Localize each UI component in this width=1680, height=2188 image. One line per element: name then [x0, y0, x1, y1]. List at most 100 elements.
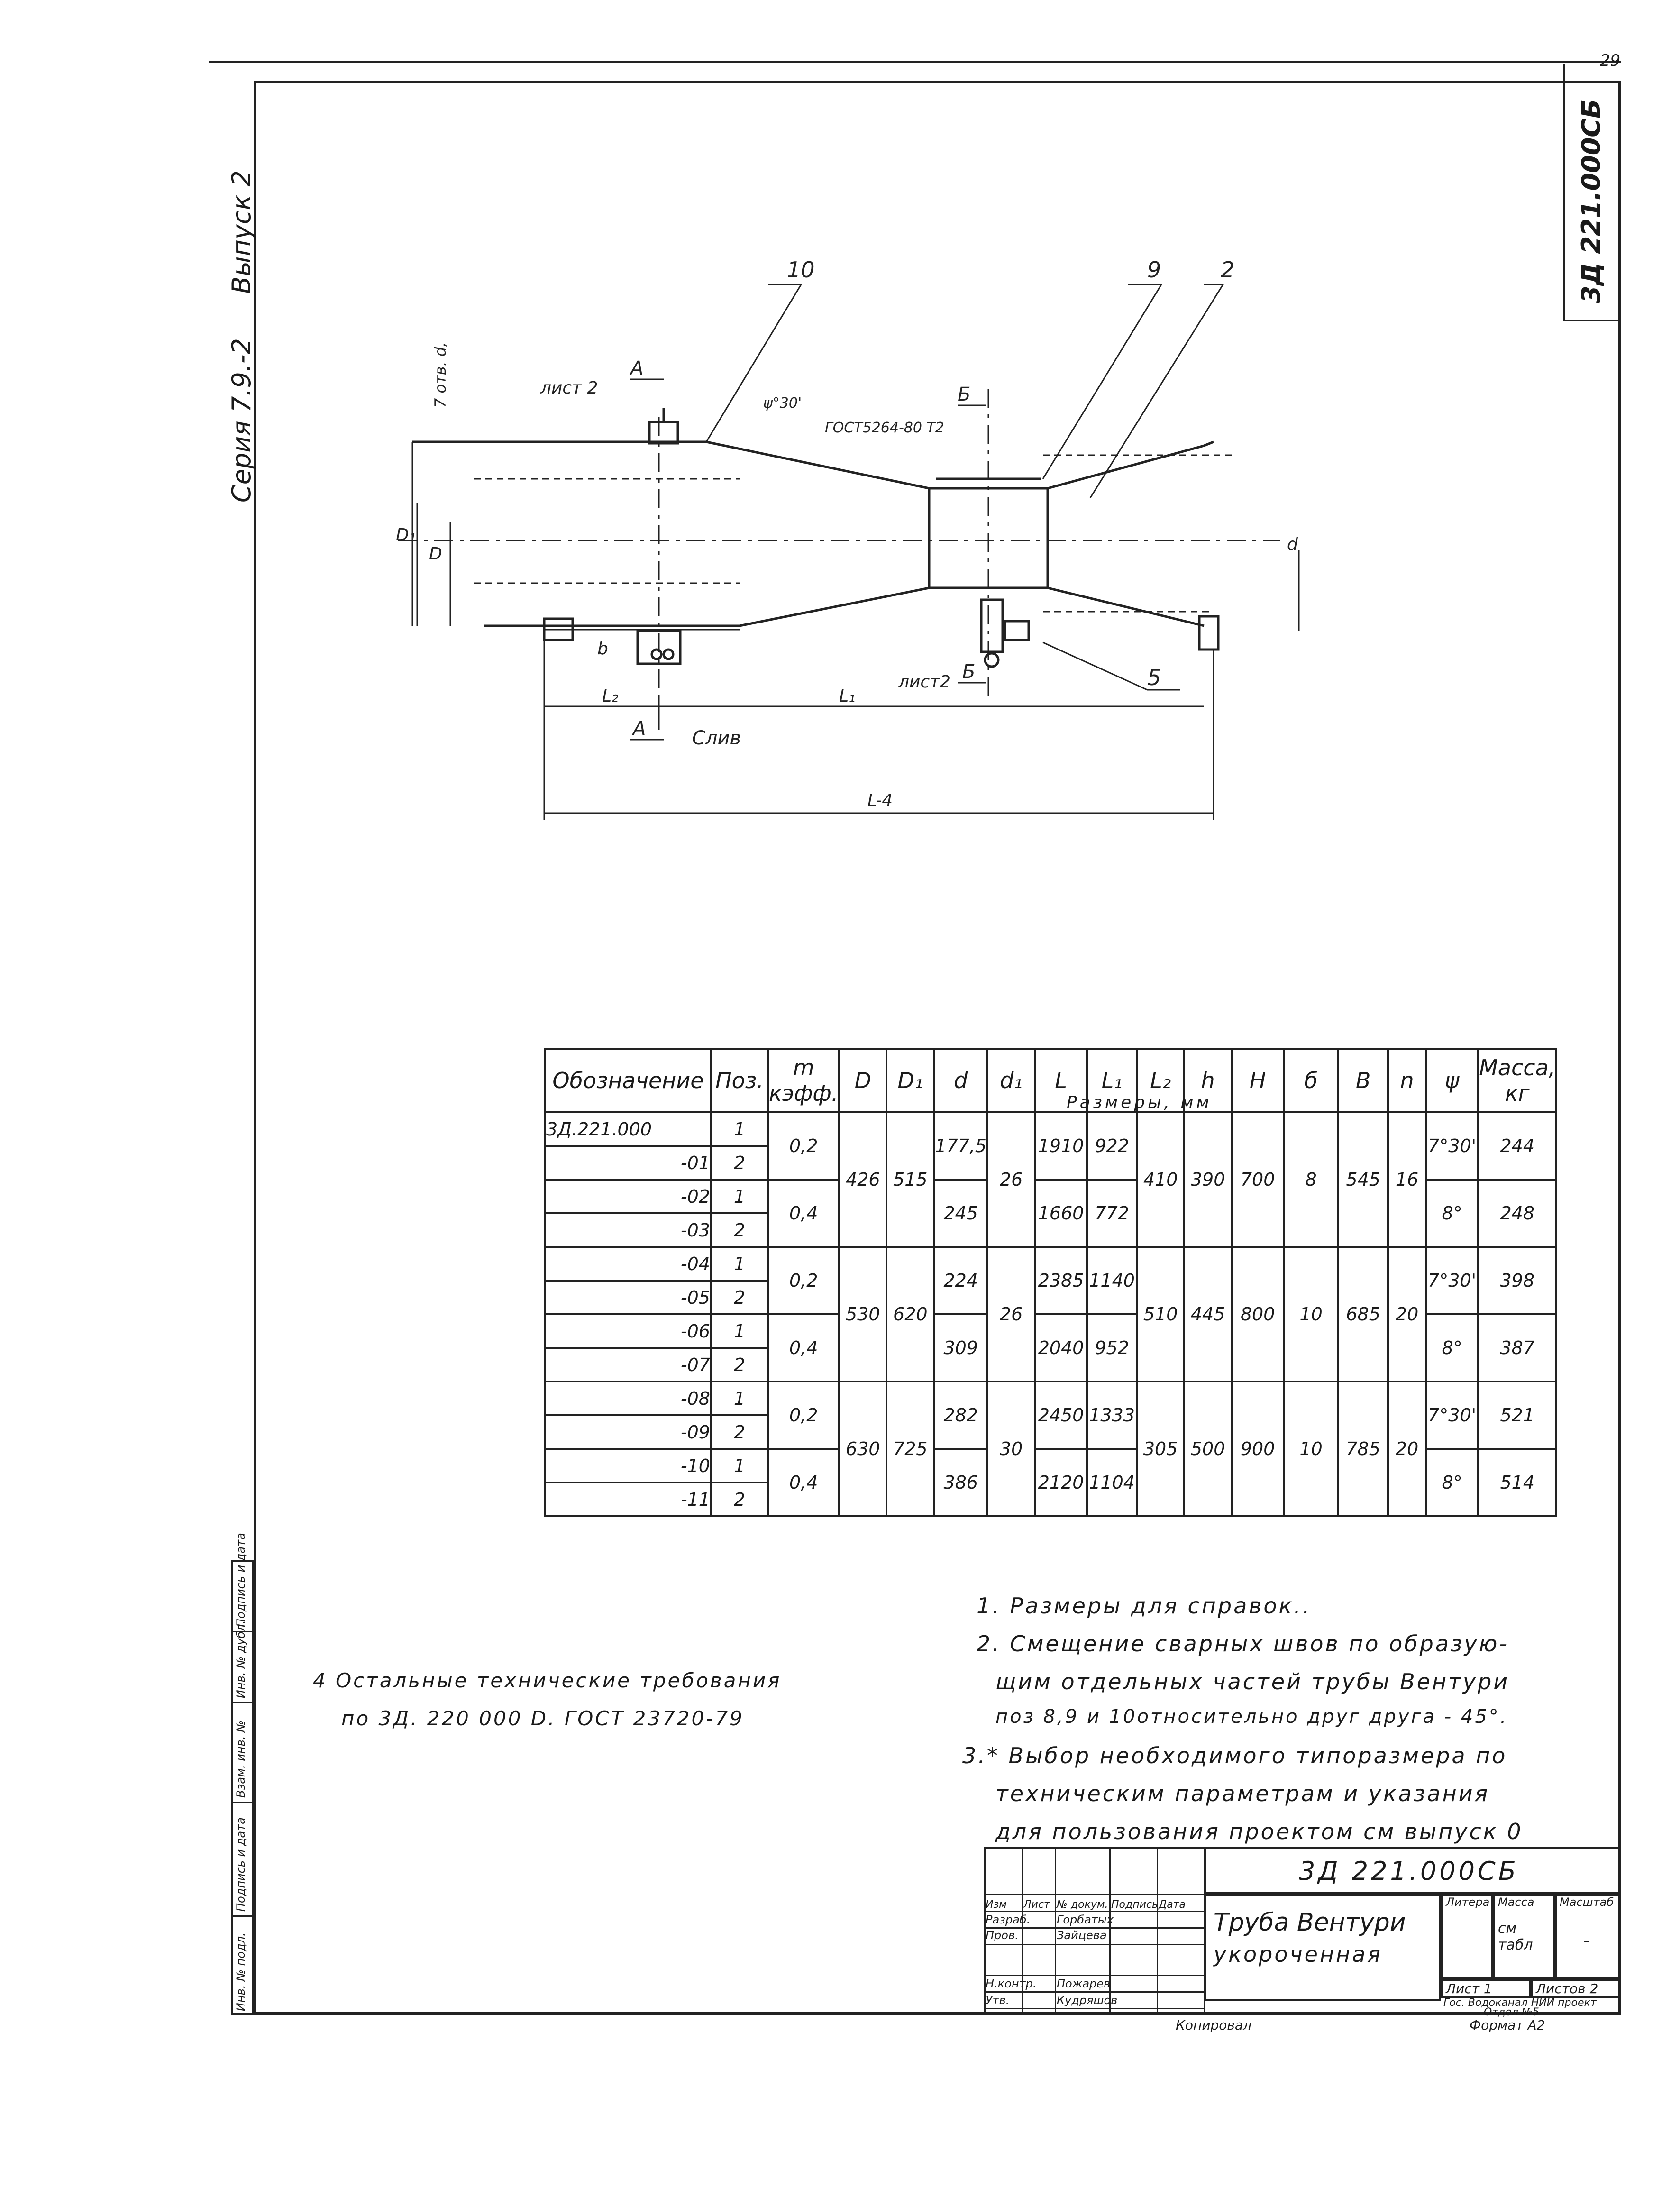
cell-h: 500 — [1183, 1381, 1233, 1517]
note-1: 1. Размеры для справок.. — [977, 1593, 1312, 1619]
cell-psi: 8° — [1425, 1448, 1479, 1517]
hdr-m: m кэфф. — [767, 1048, 840, 1113]
title-grid-header: Подпись — [1111, 1899, 1158, 1911]
cell-designation: 3Д.221.000 — [544, 1111, 712, 1147]
cell-designation: -02 — [544, 1179, 712, 1214]
scale-value: - — [1583, 1930, 1590, 1951]
cell-designation: -05 — [544, 1280, 712, 1315]
cell-psi: 8° — [1425, 1313, 1479, 1382]
cell-mass: 387 — [1477, 1313, 1558, 1382]
hdr-H: H — [1231, 1048, 1285, 1113]
cell-L: 1660 — [1034, 1179, 1088, 1248]
title-grid-header: Лист — [1023, 1899, 1050, 1911]
label-dim-b: b — [597, 639, 608, 659]
litera-label: Литера — [1446, 1895, 1490, 1909]
label-angle: ψ°30' — [763, 395, 802, 412]
note-2c: поз 8,9 и 10относительно друг друга - 45… — [995, 1706, 1508, 1728]
cell-n: 16 — [1387, 1111, 1427, 1248]
massa-label: Масса — [1498, 1895, 1534, 1909]
label-section-a-bottom: А — [631, 718, 646, 740]
cell-L: 2120 — [1034, 1448, 1088, 1517]
cell-pos: 2 — [710, 1482, 769, 1517]
cell-B: 785 — [1337, 1381, 1389, 1517]
cell-L: 1910 — [1034, 1111, 1088, 1181]
cell-D1: 725 — [886, 1381, 935, 1517]
cell-psi: 7°30' — [1425, 1246, 1479, 1315]
hdr-pos: Поз. — [710, 1048, 769, 1113]
note-4b: по 3Д. 220 000 D. ГОСТ 23720-79 — [341, 1707, 744, 1730]
cell-pos: 2 — [710, 1347, 769, 1382]
cell-pos: 1 — [710, 1448, 769, 1483]
hdr-n: n — [1387, 1048, 1427, 1113]
left-strip-label: Взам. инв. № — [234, 1721, 247, 1798]
drawing-frame — [254, 81, 1621, 2015]
cell-D: 630 — [838, 1381, 888, 1517]
note-3c: для пользования проектом см выпуск 0 — [995, 1819, 1523, 1844]
title-grid-header: Дата — [1159, 1899, 1186, 1911]
title-grid-cell: Утв. — [986, 1994, 1010, 2007]
cell-L2: 410 — [1136, 1111, 1186, 1248]
cell-d: 245 — [933, 1179, 989, 1248]
cell-H: 700 — [1231, 1111, 1285, 1248]
left-strip-label: Инв. № подл. — [234, 1932, 247, 2011]
sheets-cell — [1531, 1979, 1621, 1998]
org-line-2: Отдел №5 — [1484, 2006, 1539, 2018]
left-strip-label: Подпись и дата — [234, 1817, 247, 1912]
note-2a: 2. Смещение сварных швов по образую- — [977, 1631, 1509, 1657]
cell-designation: -06 — [544, 1313, 712, 1349]
cell-pos: 2 — [710, 1212, 769, 1248]
title-grid-hline — [984, 1911, 1204, 1912]
left-strip-divider — [231, 1702, 254, 1703]
cell-D: 426 — [838, 1111, 888, 1248]
cell-designation: -11 — [544, 1482, 712, 1517]
cell-H: 800 — [1231, 1246, 1285, 1382]
hdr-B: B — [1337, 1048, 1389, 1113]
cell-L: 2040 — [1034, 1313, 1088, 1382]
note-3a: 3.* Выбор необходимого типоразмера по — [962, 1743, 1507, 1768]
cell-D1: 515 — [886, 1111, 935, 1248]
left-strip-label: Подпись и дата — [234, 1533, 247, 1627]
cell-d: 177,5 — [933, 1111, 989, 1181]
label-section-a-top: А — [629, 357, 643, 379]
scale-label: Масштаб — [1560, 1895, 1614, 1909]
cell-pos: 1 — [710, 1381, 769, 1416]
cell-designation: -09 — [544, 1414, 712, 1450]
cell-m: 0,2 — [767, 1246, 840, 1315]
copied-by: Копировал — [1176, 2017, 1251, 2033]
title-grid-cell: Н.контр. — [986, 1977, 1037, 1990]
cell-designation: -10 — [544, 1448, 712, 1483]
title-grid-cell: Кудряшов — [1057, 1994, 1118, 2007]
title-grid-header: № докум. — [1057, 1899, 1108, 1911]
cell-designation: -07 — [544, 1347, 712, 1382]
cell-designation: -03 — [544, 1212, 712, 1248]
cell-psi: 7°30' — [1425, 1381, 1479, 1450]
title-code: 3Д 221.000СБ — [1299, 1856, 1519, 1886]
cell-B: 545 — [1337, 1111, 1389, 1248]
callout-5: 5 — [1147, 665, 1161, 690]
title-grid-vline — [1055, 1847, 1056, 2015]
label-hole: 7 отв. d, — [431, 342, 449, 408]
cell-L1: 952 — [1086, 1313, 1138, 1382]
cell-L1: 1140 — [1086, 1246, 1138, 1315]
cell-L: 2450 — [1034, 1381, 1088, 1450]
cell-mass: 244 — [1477, 1111, 1558, 1181]
cell-L1: 772 — [1086, 1179, 1138, 1248]
dims-caption: Размеры, мм — [1067, 1093, 1212, 1112]
cell-mass: 521 — [1477, 1381, 1558, 1450]
title-grid-cell: Зайцева — [1057, 1929, 1107, 1942]
cell-pos: 1 — [710, 1179, 769, 1214]
cell-d: 386 — [933, 1448, 989, 1517]
cell-L1: 1104 — [1086, 1448, 1138, 1517]
hdr-psi: ψ — [1425, 1048, 1479, 1113]
litera-cell — [1441, 1894, 1493, 1979]
label-dim-D: D — [429, 544, 442, 564]
scale-cell — [1555, 1894, 1621, 1979]
cell-mass: 248 — [1477, 1179, 1558, 1248]
cell-designation: -08 — [544, 1381, 712, 1416]
